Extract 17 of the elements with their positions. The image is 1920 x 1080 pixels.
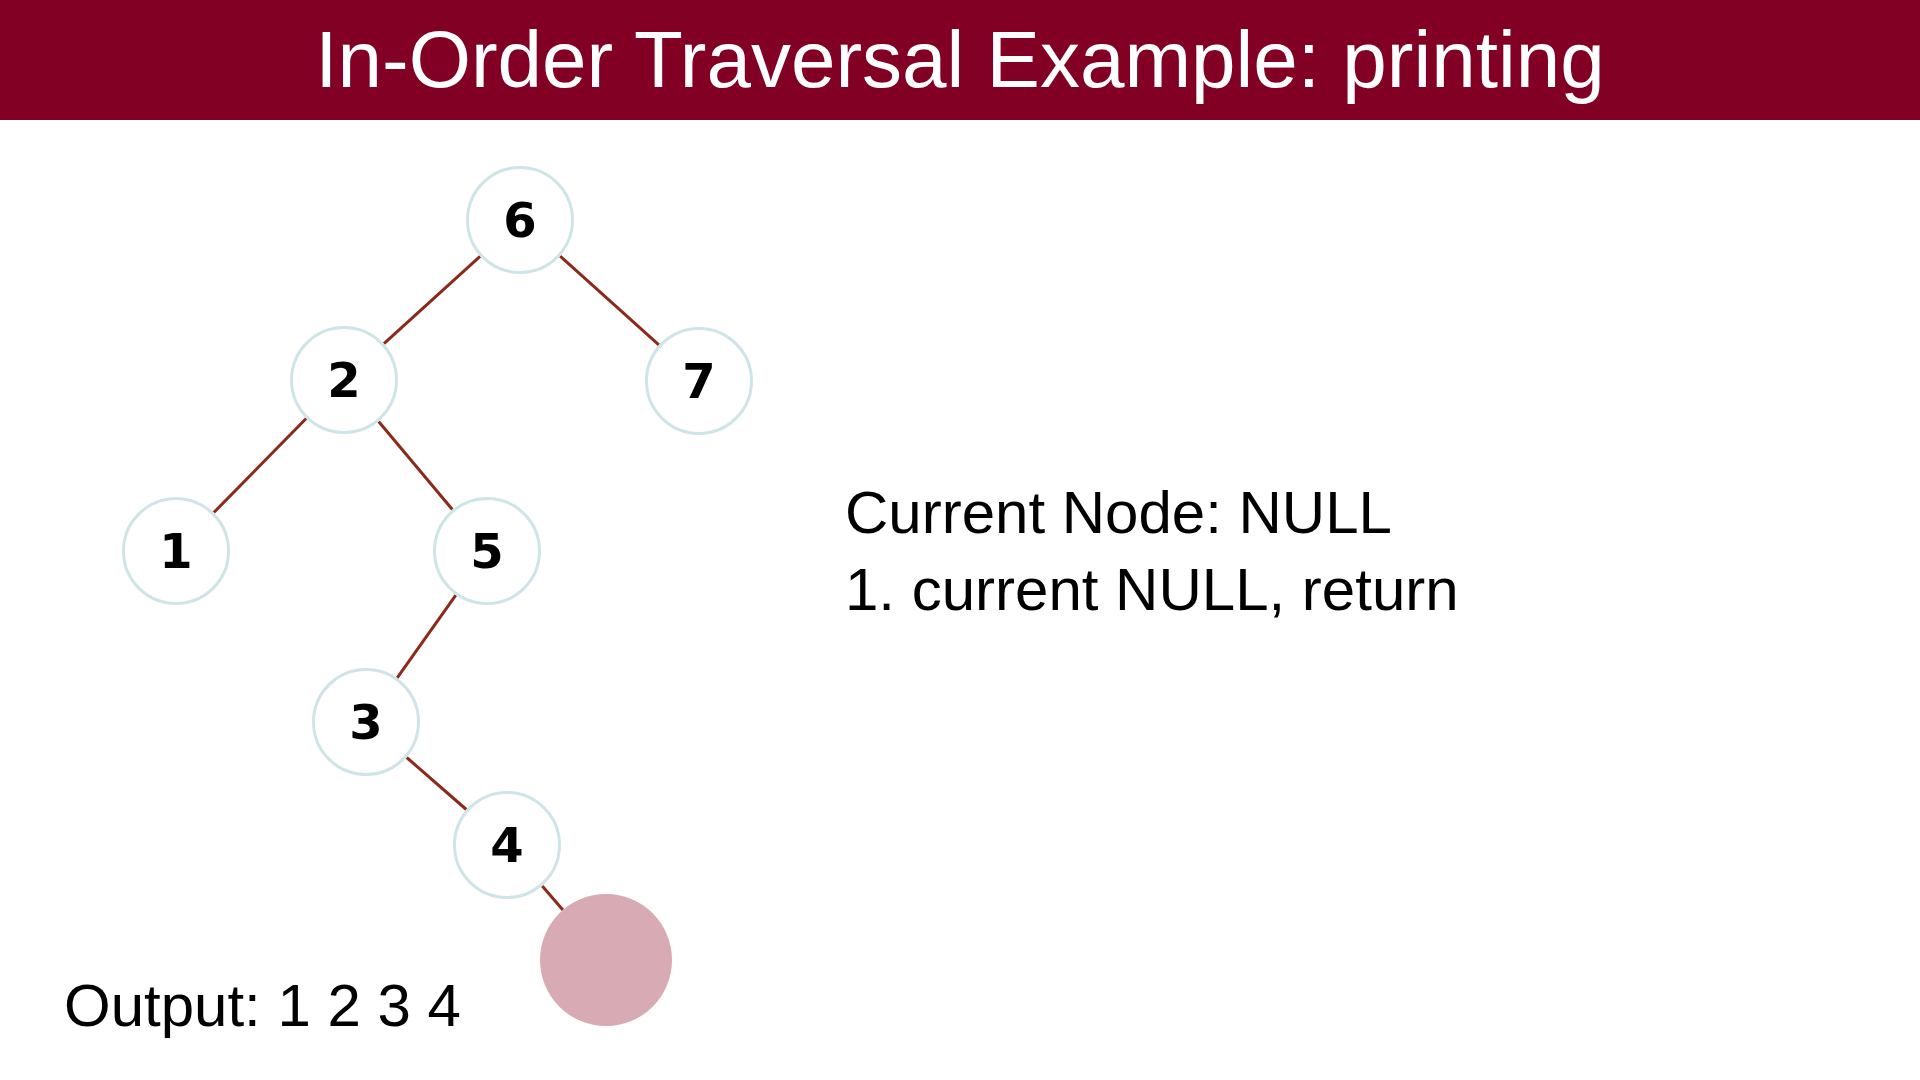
output-text: Output: 1 2 3 4 [64,973,461,1039]
node-number: 4 [490,821,524,869]
node-number: 7 [682,357,716,405]
tree-edge [395,594,458,679]
status-text: 1. current NULL, return [845,557,1459,623]
tree-edge [541,884,565,911]
tree-edge [212,417,308,514]
node-number: 1 [159,527,193,575]
node-number: 6 [503,196,537,244]
status-text: Current Node: NULL [845,480,1392,546]
tree-edge [377,420,454,511]
tree-edge [405,756,468,811]
node-number: 5 [470,527,504,575]
node-number: 2 [327,356,361,404]
tree-edge [382,255,482,345]
node-number: 3 [349,698,383,746]
tree-edge [559,255,660,346]
